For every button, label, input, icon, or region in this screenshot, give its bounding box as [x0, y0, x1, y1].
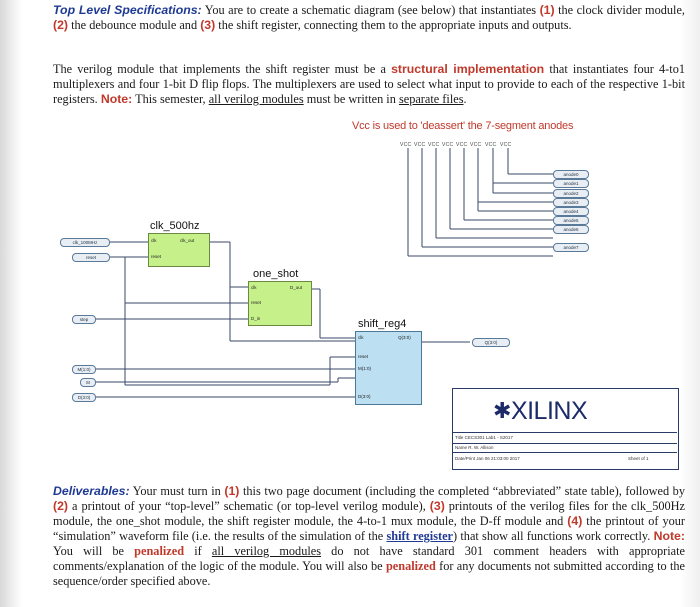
clk-divider-block: [148, 233, 210, 267]
shift-register-emphasis: shift register: [386, 529, 454, 543]
text: this two page document (including the co…: [239, 484, 685, 498]
pin-label: reset: [251, 300, 262, 305]
pin-label: clk: [151, 238, 157, 243]
text: for any documents not submitted accordin…: [53, 559, 686, 588]
shift-reg-label: shift_reg4: [358, 318, 407, 330]
input-port-clk: clk_100MHz: [60, 238, 110, 247]
text: do not have standard 301 comment headers…: [53, 544, 685, 573]
vcc-note: Vcc is used to 'deassert' the 7-segment …: [352, 120, 574, 132]
input-port-reset: reset: [72, 253, 110, 262]
item-number: (1): [539, 3, 555, 17]
pin-label: D(3:0): [358, 394, 371, 399]
pin-label: reset: [151, 254, 162, 259]
text: You will be: [53, 544, 135, 558]
specifications-paragraph: Top Level Specifications: You are to cre…: [53, 3, 685, 33]
xilinx-logo: ✱XILINX: [493, 397, 588, 426]
text: that instantiates four 4-to1 multiplexer…: [53, 62, 685, 106]
penalized-emphasis: penalized: [134, 544, 185, 558]
text: must be written in: [303, 92, 399, 106]
text: the debounce module and: [68, 18, 201, 32]
logo-text: XILINX: [510, 397, 588, 425]
deliverables-paragraph: Deliverables: Your must turn in (1) this…: [53, 484, 685, 589]
pin-label: M(1:0): [358, 366, 372, 371]
anode-port: anode2: [553, 189, 589, 198]
penalized-emphasis: penalized: [385, 559, 436, 573]
vcc-pin-label: VCC: [442, 142, 454, 148]
text: The verilog module that implements the s…: [53, 62, 392, 76]
clk-block-label: clk_500hz: [150, 220, 200, 232]
title-block: [452, 388, 679, 470]
anode-port: anode5: [553, 216, 589, 225]
vcc-pin-label: VCC: [456, 142, 468, 148]
pin-label: clk_out: [180, 238, 195, 243]
title-row: Name R. W. Allison: [455, 445, 494, 450]
specifications-heading: Top Level Specifications:: [53, 3, 202, 17]
text: the clock divider module,: [554, 3, 685, 17]
note-label: Note:: [653, 529, 685, 543]
shift-register-block: [355, 331, 422, 405]
one-shot-block: [248, 281, 312, 326]
input-port-m: M(1:0): [72, 365, 96, 374]
underlined-text: separate files: [398, 92, 464, 106]
pin-label: D_out: [290, 285, 303, 290]
input-port-step: step: [72, 315, 96, 324]
anode-port: anode1: [553, 179, 589, 188]
one-shot-label: one_shot: [253, 268, 299, 280]
pin-label: clk: [358, 335, 364, 340]
vcc-pin-label: VCC: [470, 142, 482, 148]
divider: [452, 452, 677, 453]
item-number: (3): [200, 18, 216, 32]
anode-port: anode4: [553, 207, 589, 216]
note-label: Note:: [100, 92, 133, 106]
text: This semester,: [132, 92, 209, 106]
vcc-pin-label: VCC: [400, 142, 412, 148]
item-number: (2): [53, 499, 69, 513]
pin-label: D_in: [251, 316, 261, 321]
text: You are to create a schematic diagram (s…: [201, 3, 540, 17]
input-port-si: SI: [80, 378, 96, 387]
text: .: [463, 92, 467, 106]
deliverables-heading: Deliverables:: [53, 484, 130, 498]
verilog-paragraph: The verilog module that implements the s…: [53, 62, 685, 107]
sheet-number: Sheet of 1: [628, 456, 649, 461]
anode-port: anode3: [553, 198, 589, 207]
divider: [452, 432, 677, 433]
structural-emphasis: structural implementation: [391, 62, 545, 76]
item-number: (4): [567, 514, 583, 528]
text: if: [184, 544, 212, 558]
item-number: (1): [224, 484, 240, 498]
item-number: (2): [53, 18, 69, 32]
input-port-d: D(3:0): [72, 393, 96, 402]
vcc-pin-label: VCC: [428, 142, 440, 148]
vcc-pin-label: VCC: [414, 142, 426, 148]
title-row: Date/Print Jan 06 21:03:00 2017: [455, 456, 520, 461]
title-row: Title CECS301 Lab1 - S2017: [455, 435, 513, 440]
divider: [452, 443, 677, 444]
vcc-pin-label: VCC: [485, 142, 497, 148]
text: Your must turn in: [129, 484, 225, 498]
underlined-text: all verilog modules: [208, 92, 304, 106]
text: a printout of your “top-level” schematic…: [68, 499, 430, 513]
underlined-text: all verilog modules: [211, 544, 322, 558]
pin-label: reset: [358, 354, 369, 359]
text: ) that show all functions work correctly…: [453, 529, 654, 543]
pin-label: clk: [251, 285, 257, 290]
item-number: (3): [429, 499, 445, 513]
vcc-pin-label: VCC: [500, 142, 512, 148]
xilinx-mark-icon: ✱: [493, 398, 511, 423]
output-port-q: Q(3:0): [472, 338, 510, 347]
text: the printout of your “simulation” wavefo…: [53, 514, 686, 543]
text: the shift register, connecting them to t…: [215, 18, 572, 32]
pin-label: Q(3:0): [398, 335, 411, 340]
anode-port: anode0: [553, 170, 589, 179]
text: printouts of the verilog files for the c…: [53, 499, 685, 528]
anode-port: anode6: [553, 225, 589, 234]
anode-port: anode7: [553, 243, 589, 252]
